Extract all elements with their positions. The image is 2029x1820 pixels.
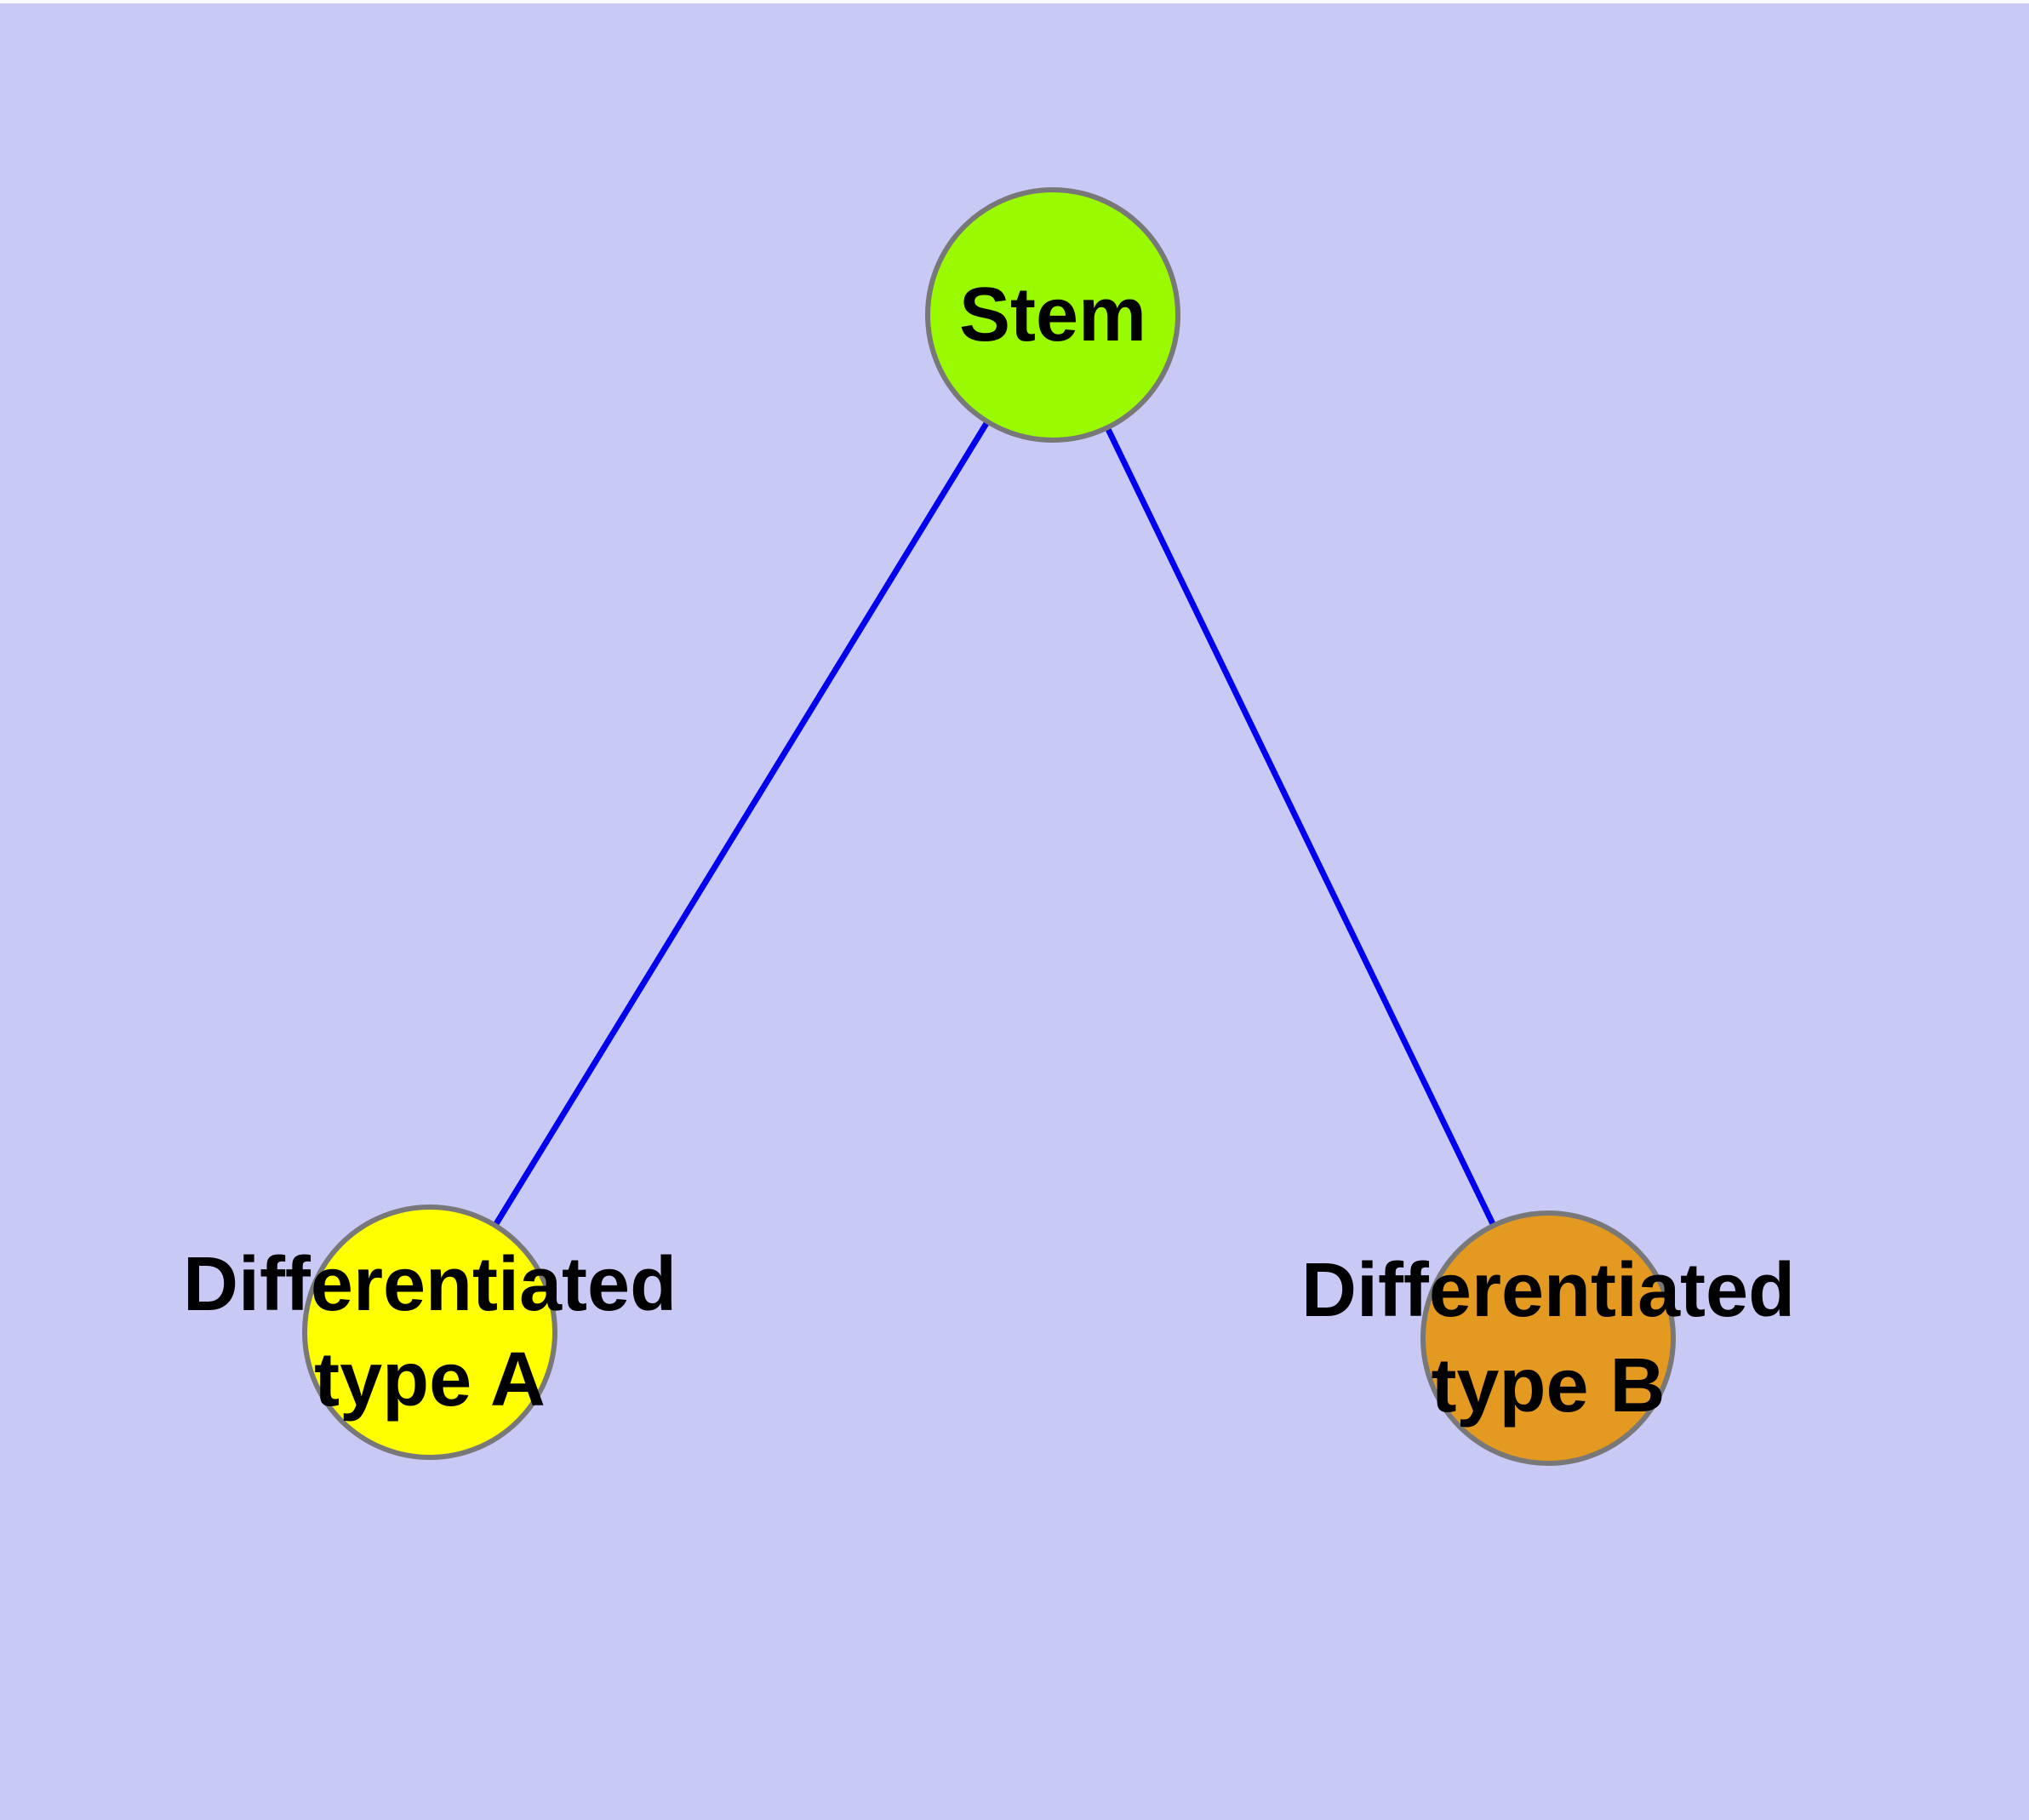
node-type-b-label: Differentiated type B [1300, 1248, 1796, 1428]
canvas-top-margin [0, 0, 2029, 3]
edge-stem-to-type-a [427, 313, 1055, 1334]
edge-stem-to-type-b [1049, 313, 1552, 1340]
node-type-a-label: Differentiated type A [182, 1242, 677, 1422]
node-type-b [1420, 1210, 1676, 1466]
node-stem [925, 187, 1180, 443]
node-stem-label: Stem [958, 272, 1147, 358]
node-type-a [302, 1205, 557, 1460]
